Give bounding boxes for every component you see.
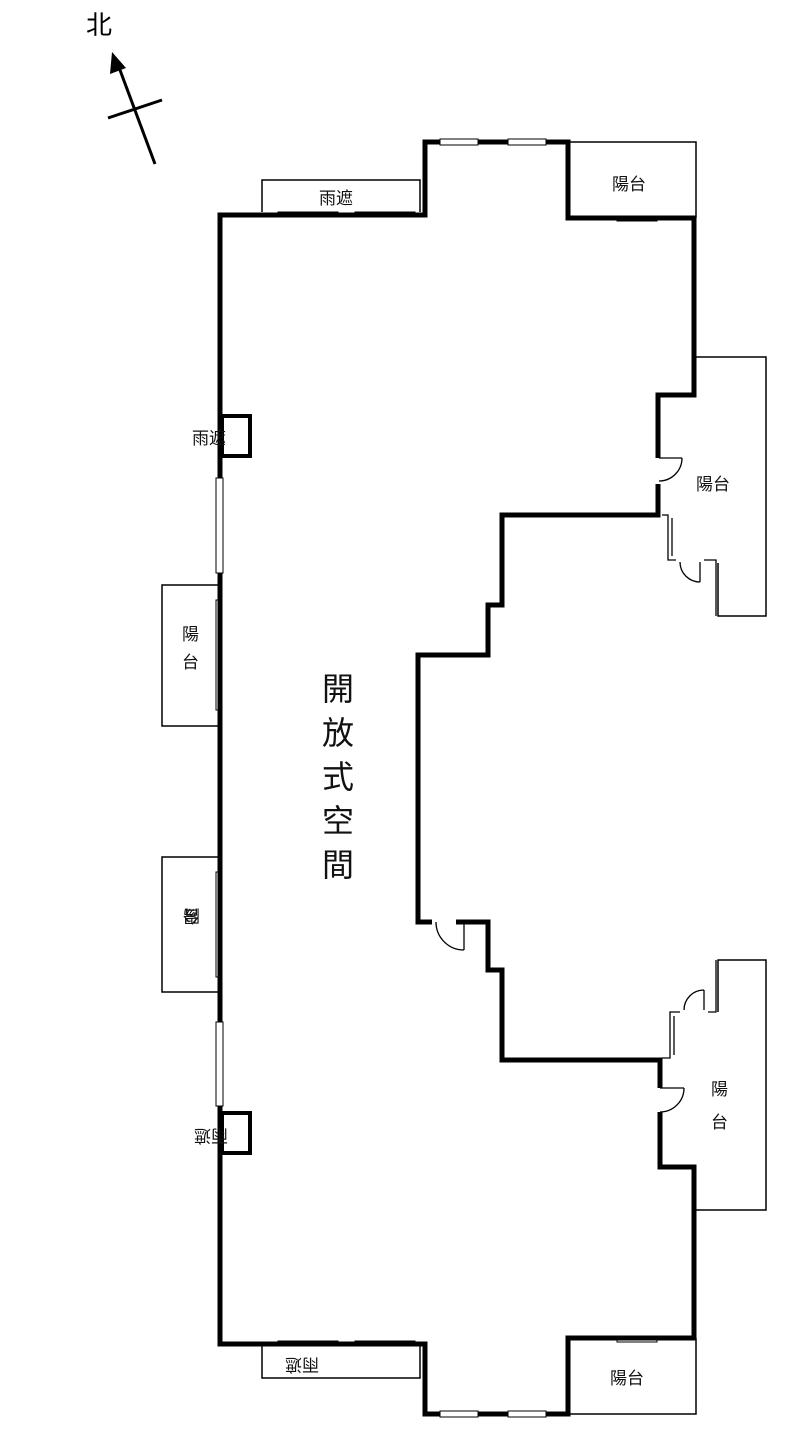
balcony-top-right-label: 陽台 [612,175,646,195]
balcony-bottom-right-label: 陽台 [610,1369,644,1389]
open-space-char-4: 空 [322,802,354,840]
balcony-left-upper-label-1: 陽 [182,625,199,645]
compass-crossbar [107,98,163,120]
north-arrowhead-icon [110,52,126,74]
canopy-bottom-label: 雨遮 [285,1354,319,1374]
open-space-char-1: 開 [322,670,354,708]
north-label: 北 [86,11,112,41]
balcony-left-upper-label-2: 台 [182,653,199,673]
open-space-walls [217,139,697,1417]
bottom-wall-windows [439,1410,547,1418]
door-right-lower [656,1087,685,1113]
compass: 北 [86,11,163,165]
balcony-right-lower-label-2: 台 [711,1113,728,1133]
left-wall-windows [215,477,224,1107]
canopy-left-lower-label: 雨遮 [194,1125,228,1145]
canopy-left-lower-box [220,1111,252,1155]
balcony-left-lower-label-2: 台 [183,905,200,925]
corridor-right-lower [662,960,717,1059]
top-wall-windows [439,138,547,146]
open-space-char-2: 放 [322,714,354,752]
door-right-upper [655,457,683,484]
balcony-right-lower-label-1: 陽 [711,1080,728,1100]
open-space-char-3: 式 [322,758,354,796]
corridor-right-upper [662,514,717,616]
balcony-right-upper-outline [696,356,767,617]
canopy-left-upper-box [220,414,252,458]
canopy-top-label: 雨遮 [319,189,353,209]
balcony-left-lower-label-1: 陽 [183,905,200,925]
open-space-label: 開 放 式 空 間 [322,670,354,884]
north-arrow-icon [115,61,157,165]
balcony-right-lower-outline [696,959,767,1211]
open-space-char-5: 間 [322,846,354,884]
balcony-right-upper-label: 陽台 [696,475,730,495]
canopy-left-upper-label: 雨遮 [192,429,226,449]
door-inner-left [432,918,465,951]
